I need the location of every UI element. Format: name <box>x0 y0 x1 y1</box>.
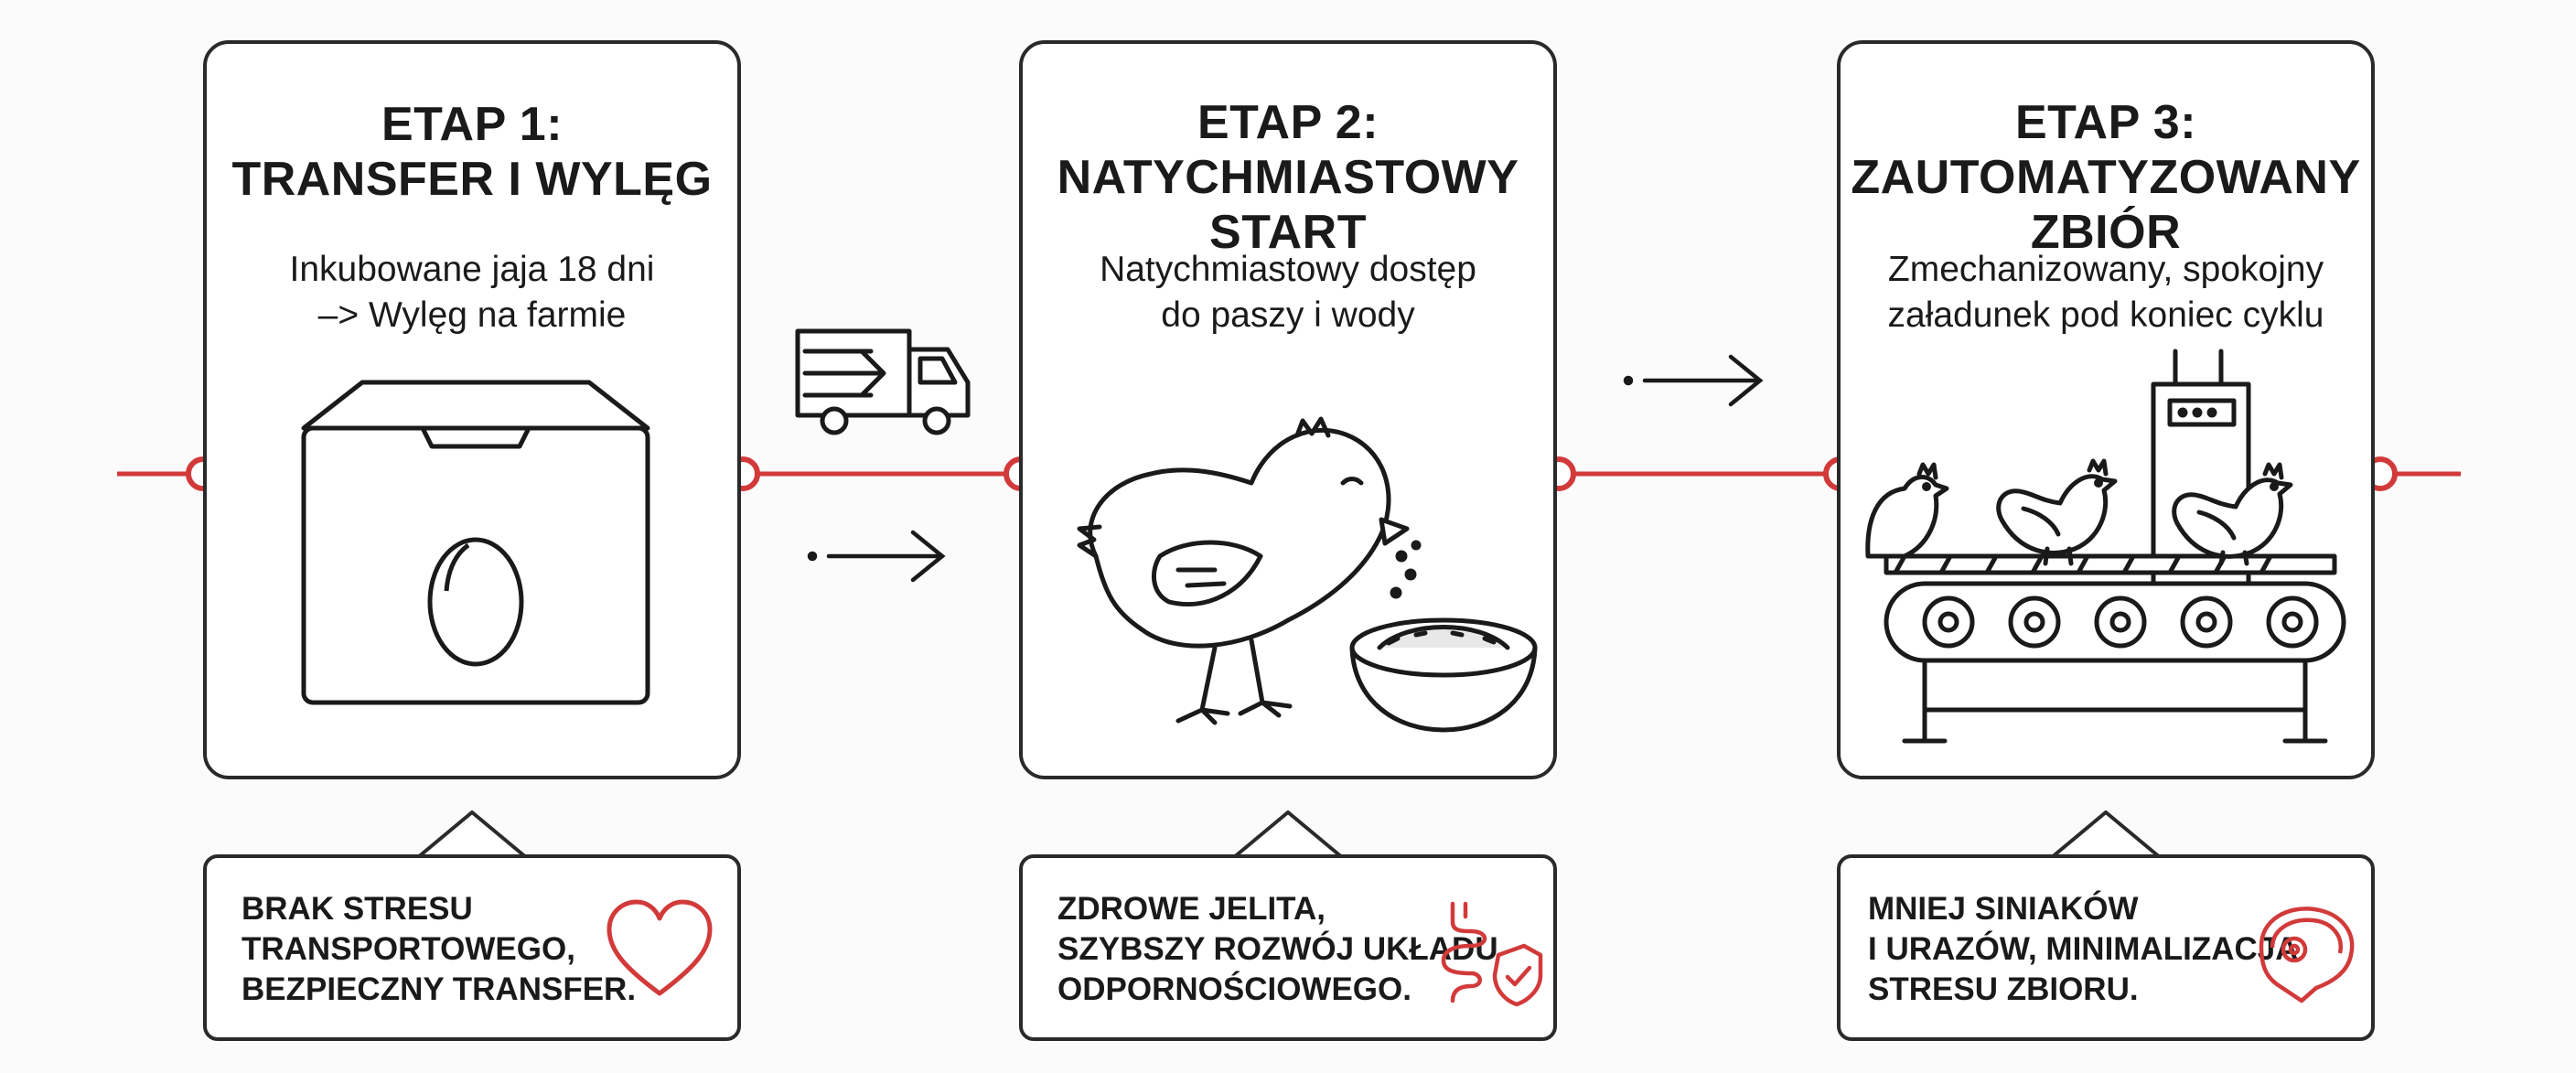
benefit-box-2: ZDROWE JELITA, SZYBSZY ROZWÓJ UKŁADU ODP… <box>1019 854 1557 1041</box>
callout-pointer <box>1233 810 1343 860</box>
stage-description: Zmechanizowany, spokojny załadunek pod k… <box>1887 250 2324 335</box>
meat-cut-icon <box>2259 907 2355 1003</box>
gut-shield-icon <box>1441 901 1543 1007</box>
stage-title: ETAP 1: TRANSFER I WYLĘG <box>231 98 713 206</box>
stage-card-3: ETAP 3: ZAUTOMATYZOWANY ZBIÓR Zmechanizo… <box>1837 40 2375 779</box>
heart-icon <box>606 899 713 996</box>
arrow-right-icon <box>807 530 946 583</box>
stage-description: Inkubowane jaja 18 dni –> Wylęg na farmi… <box>289 250 655 335</box>
stage-card-2: ETAP 2: NATYCHMIASTOWY START Natychmiast… <box>1019 40 1557 779</box>
benefit-text: ZDROWE JELITA, SZYBSZY ROZWÓJ UKŁADU ODP… <box>1057 891 1498 1007</box>
benefit-text: MNIEJ SINIAKÓW I URAZÓW, MINIMALIZACJA S… <box>1868 891 2299 1007</box>
benefit-box-1: BRAK STRESU TRANSPORTOWEGO, BEZPIECZNY T… <box>203 854 741 1041</box>
arrow-right-icon <box>1623 354 1764 407</box>
callout-pointer <box>2051 810 2161 860</box>
stage-title: ETAP 3: ZAUTOMATYZOWANY ZBIÓR <box>1851 96 2361 259</box>
benefit-text: BRAK STRESU TRANSPORTOWEGO, BEZPIECZNY T… <box>242 891 637 1007</box>
callout-pointer <box>417 810 527 860</box>
stage-title: ETAP 2: NATYCHMIASTOWY START <box>1057 96 1519 259</box>
stage-description: Natychmiastowy dostęp do paszy i wody <box>1100 250 1476 335</box>
stage-card-1: ETAP 1: TRANSFER I WYLĘG Inkubowane jaja… <box>203 40 741 779</box>
benefit-box-3: MNIEJ SINIAKÓW I URAZÓW, MINIMALIZACJA S… <box>1837 854 2375 1041</box>
delivery-truck-icon <box>795 328 971 435</box>
